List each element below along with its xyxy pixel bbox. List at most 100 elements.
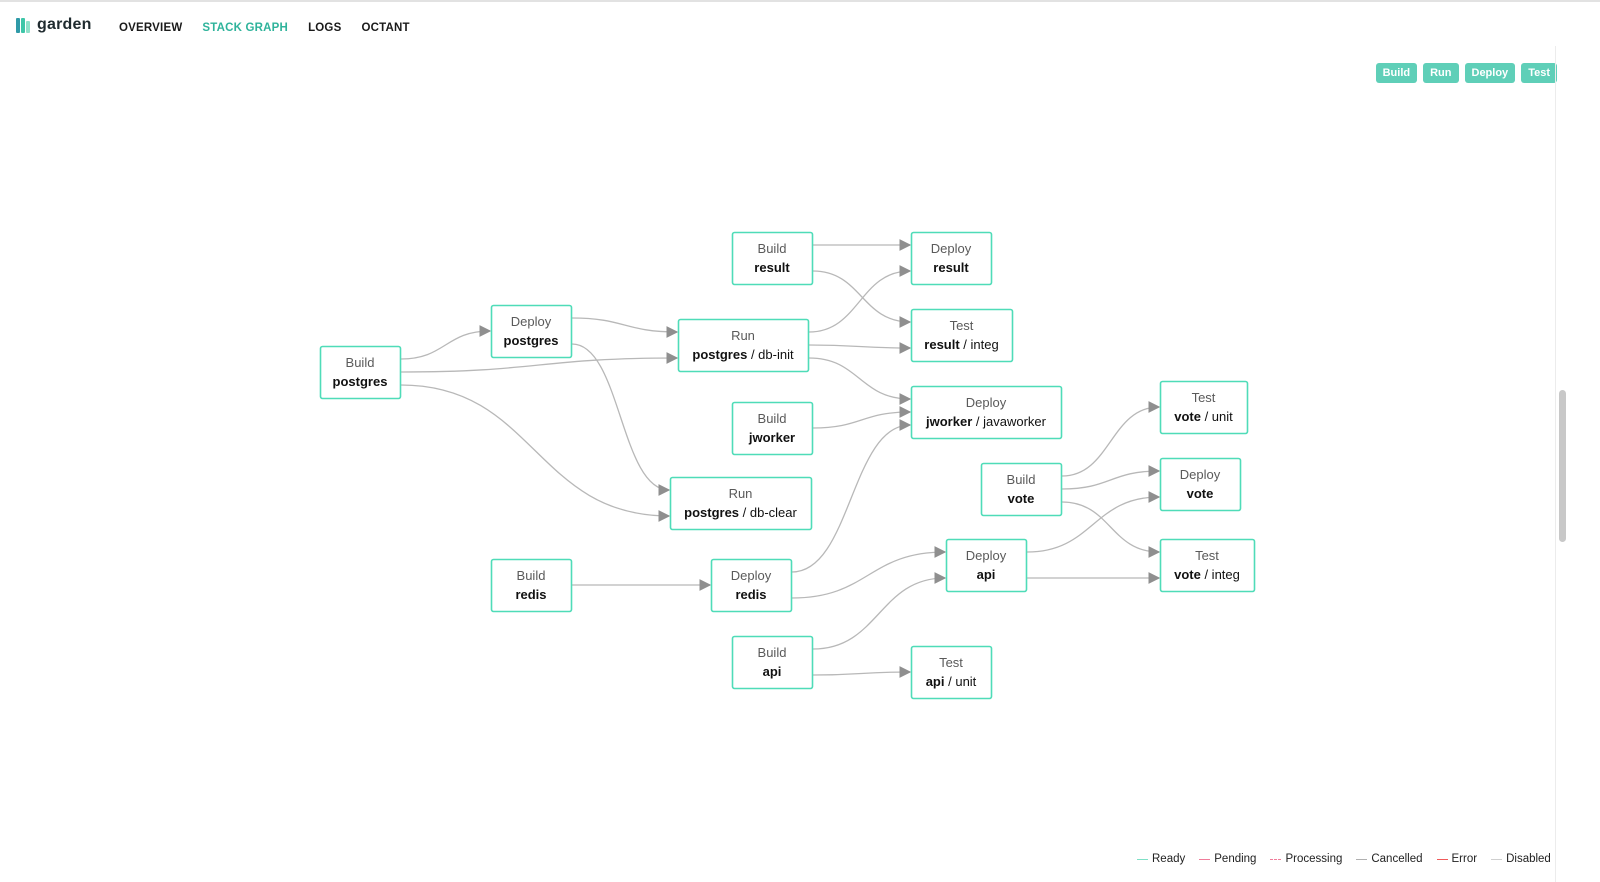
edge-build-vote-to-deploy-vote bbox=[1061, 465, 1161, 490]
scrollbar-track bbox=[1555, 46, 1556, 882]
node-name-label: jworker bbox=[748, 430, 795, 445]
logo-text: garden bbox=[37, 16, 92, 33]
node-build-postgres[interactable]: Build postgres bbox=[319, 345, 402, 400]
node-type-label: Run bbox=[731, 328, 755, 343]
node-type-label: Build bbox=[517, 568, 546, 583]
node-deploy-postgres[interactable]: Deploy postgres bbox=[490, 304, 573, 359]
nav-overview[interactable]: OVERVIEW bbox=[119, 22, 183, 34]
filter-run-button[interactable]: Run bbox=[1423, 63, 1459, 83]
legend-error: Error bbox=[1436, 853, 1478, 865]
node-type-label: Test bbox=[1195, 548, 1219, 563]
node-box bbox=[490, 304, 573, 359]
top-nav-bar: garden OVERVIEW STACK GRAPH LOGS OCTANT bbox=[0, 2, 1600, 46]
filter-deploy-button[interactable]: Deploy bbox=[1464, 63, 1516, 83]
scrollbar-thumb[interactable] bbox=[1559, 390, 1566, 542]
node-type-label: Deploy bbox=[731, 568, 772, 583]
edge-build-result-to-test-result-integ bbox=[812, 270, 912, 328]
nav-octant[interactable]: OCTANT bbox=[361, 22, 410, 34]
node-box bbox=[980, 462, 1063, 517]
node-box bbox=[731, 231, 814, 286]
node-build-api[interactable]: Build api bbox=[731, 635, 814, 690]
node-box bbox=[1159, 457, 1242, 512]
legend-pending-label: Pending bbox=[1214, 853, 1257, 865]
edge-deploy-redis-to-deploy-jworker bbox=[791, 419, 912, 573]
node-name-label: postgres bbox=[504, 333, 559, 348]
node-type-label: Test bbox=[1192, 390, 1216, 405]
legend-cancelled: Cancelled bbox=[1356, 853, 1423, 865]
node-name-label: vote bbox=[1008, 491, 1035, 506]
graph-edges bbox=[400, 239, 1161, 678]
node-box bbox=[945, 538, 1028, 593]
node-box bbox=[319, 345, 402, 400]
top-border bbox=[0, 0, 1600, 2]
edge-run-db-init-to-deploy-result bbox=[808, 265, 912, 333]
nav-logs[interactable]: LOGS bbox=[308, 22, 342, 34]
legend-pending-swatch bbox=[1199, 858, 1211, 860]
node-box bbox=[669, 476, 813, 531]
node-box bbox=[1159, 380, 1249, 435]
node-type-label: Test bbox=[939, 655, 963, 670]
legend-processing: Processing bbox=[1270, 853, 1342, 865]
edge-build-vote-to-test-vote-integ bbox=[1061, 501, 1161, 558]
stack-graph[interactable]: BuildpostgresDeploypostgresBuildresultRu… bbox=[0, 0, 1550, 882]
edge-deploy-redis-to-deploy-api bbox=[791, 546, 947, 599]
edge-build-vote-to-test-vote-unit bbox=[1061, 401, 1161, 477]
status-legend: Ready Pending Processing Cancelled Error… bbox=[1137, 853, 1551, 865]
garden-logo-icon bbox=[16, 17, 30, 33]
legend-disabled: Disabled bbox=[1491, 853, 1551, 865]
node-name-label: result bbox=[933, 260, 969, 275]
garden-logo[interactable]: garden bbox=[16, 16, 92, 34]
legend-pending: Pending bbox=[1199, 853, 1256, 865]
node-type-label: Build bbox=[346, 355, 375, 370]
legend-disabled-label: Disabled bbox=[1506, 853, 1551, 865]
node-build-vote[interactable]: Build vote bbox=[980, 462, 1063, 517]
node-name-label: postgres bbox=[333, 374, 388, 389]
edge-deploy-api-to-deploy-vote bbox=[1026, 491, 1161, 553]
node-name-label: result / integ bbox=[924, 337, 998, 352]
legend-error-label: Error bbox=[1451, 853, 1478, 865]
node-type-label: Build bbox=[1007, 472, 1036, 487]
legend-cancelled-label: Cancelled bbox=[1371, 853, 1423, 865]
edge-build-jworker-to-deploy-jworker bbox=[812, 406, 912, 429]
legend-ready-label: Ready bbox=[1152, 853, 1186, 865]
legend-cancelled-swatch bbox=[1356, 858, 1368, 860]
node-box bbox=[490, 558, 573, 613]
edge-build-api-to-deploy-api bbox=[812, 572, 947, 650]
node-name-label: vote / unit bbox=[1174, 409, 1233, 424]
legend-ready-swatch bbox=[1137, 858, 1148, 860]
node-build-jworker[interactable]: Build jworker bbox=[731, 401, 814, 456]
node-type-label: Deploy bbox=[1180, 467, 1221, 482]
task-type-filters: Build Run Deploy Test bbox=[1375, 63, 1557, 83]
nav-stack-graph[interactable]: STACK GRAPH bbox=[202, 22, 289, 34]
node-name-label: postgres / db-clear bbox=[684, 505, 797, 520]
node-type-label: Build bbox=[758, 411, 787, 426]
edge-build-postgres-to-run-db-init bbox=[400, 352, 679, 373]
node-type-label: Deploy bbox=[966, 548, 1007, 563]
node-box bbox=[910, 308, 1014, 363]
node-box bbox=[710, 558, 793, 613]
node-type-label: Deploy bbox=[511, 314, 552, 329]
filter-test-button[interactable]: Test bbox=[1521, 63, 1557, 83]
node-box bbox=[677, 318, 810, 373]
node-test-vote-unit[interactable]: Test vote / unit bbox=[1159, 380, 1249, 435]
graph-nodes: BuildpostgresDeploypostgresBuildresultRu… bbox=[319, 231, 1256, 700]
main-nav: OVERVIEW STACK GRAPH LOGS OCTANT bbox=[119, 22, 410, 34]
filter-build-button[interactable]: Build bbox=[1375, 63, 1418, 83]
node-name-label: api bbox=[763, 664, 782, 679]
node-type-label: Deploy bbox=[966, 395, 1007, 410]
node-box bbox=[910, 231, 993, 286]
node-type-label: Build bbox=[758, 645, 787, 660]
edge-run-db-init-to-deploy-jworker bbox=[808, 357, 912, 405]
